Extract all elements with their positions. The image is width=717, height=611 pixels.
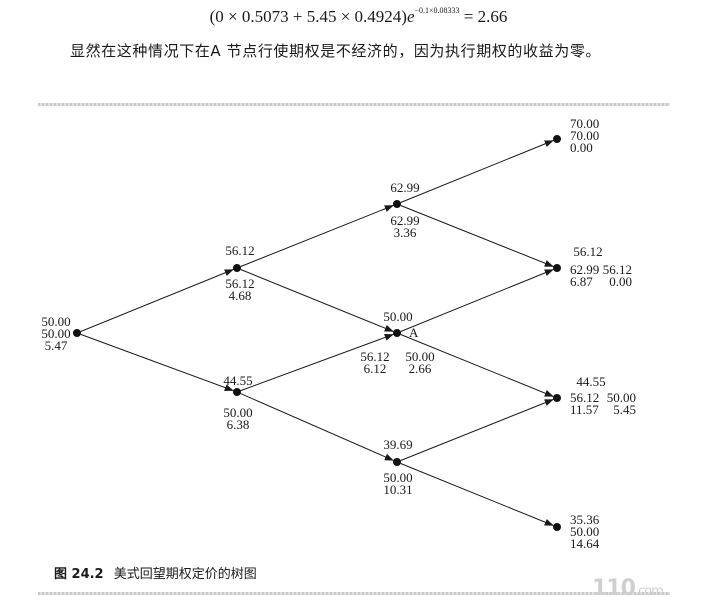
tree-node-uu2: [393, 200, 401, 208]
node-value-block: 56.12: [573, 244, 602, 259]
node-value-block: 39.69: [383, 437, 412, 452]
tree-edge-u1-uu2: [240, 205, 394, 267]
node-value: 70.00: [570, 116, 599, 131]
figure-title: 美式回望期权定价的树图: [113, 567, 257, 582]
node-value: 70.00: [570, 128, 599, 143]
tree-edge-dd2-ddd3: [400, 463, 554, 526]
node-value: 14.64: [570, 536, 600, 551]
node-value: 62.99: [390, 213, 419, 228]
node-value: 6.38: [227, 417, 250, 432]
node-value-block: 44.55: [223, 373, 252, 388]
node-value: 50.00: [570, 524, 599, 539]
tree-node-ddd3: [553, 523, 561, 531]
tree-edge-uu2-uud3: [400, 205, 554, 267]
formula-exponent: −0.1×0.08333: [414, 6, 460, 15]
node-value: 0.00: [570, 140, 593, 155]
remark-text: 显然在这种情况下在A 节点行使期权是不经济的，因为执行期权的收益为零。: [70, 42, 602, 60]
node-value: 10.31: [383, 482, 412, 497]
node-value: 62.99: [570, 262, 599, 277]
formula-left: (0 × 0.5073 + 5.45 × 0.4924): [209, 7, 407, 26]
node-value: 35.36: [570, 512, 600, 527]
node-value-block: 56.12: [225, 243, 254, 258]
node-value: 5.45: [613, 402, 636, 417]
node-value-block: 62.99: [390, 180, 419, 195]
node-value: 39.69: [383, 437, 412, 452]
node-value: 2.66: [409, 361, 432, 376]
node-value: 56.12: [225, 243, 254, 258]
node-value-block: 50.00: [383, 309, 412, 324]
watermark-logo: 110.com: [592, 576, 664, 601]
node-value: 4.68: [229, 288, 252, 303]
tree-node-uuu3: [553, 135, 561, 143]
node-value: 56.12: [573, 244, 602, 259]
node-value: 50.00: [383, 309, 412, 324]
tree-edge-u1-ud2: [240, 269, 394, 332]
node-value: 62.99: [390, 180, 419, 195]
node-value: 3.36: [394, 225, 417, 240]
node-value: 44.55: [223, 373, 252, 388]
formula-base: e: [406, 7, 415, 26]
top-divider: [38, 103, 670, 106]
node-value-block: 44.55: [576, 374, 605, 389]
node-value: 44.55: [576, 374, 605, 389]
node-a-label: A: [409, 325, 419, 340]
node-value: 56.12: [570, 390, 599, 405]
tree-node-ud2: [393, 329, 401, 337]
formula-result: = 2.66: [463, 7, 508, 26]
tree-edge-ud2-udd3: [400, 334, 554, 397]
figure-number: 图 24.2: [54, 567, 104, 582]
tree-node-u1: [233, 264, 241, 272]
node-value: 56.12: [603, 262, 632, 277]
formula: (0 × 0.5073 + 5.45 × 0.4924)e−0.1×0.0833…: [0, 6, 717, 27]
tree-node-d1: [233, 388, 241, 396]
bottom-divider: [38, 592, 670, 595]
figure-caption: 图 24.2 美式回望期权定价的树图: [54, 563, 257, 582]
tree-edge-d1-dd2: [240, 393, 394, 461]
tree-node-udd3: [553, 394, 561, 402]
node-value: 50.00: [41, 314, 70, 329]
node-value: 0.00: [609, 274, 632, 289]
watermark-brand: 110: [592, 576, 636, 601]
node-value: 56.12: [225, 276, 254, 291]
node-value: 56.12: [360, 349, 389, 364]
node-value: 50.00: [41, 326, 70, 341]
node-value: 50.00: [223, 405, 252, 420]
tree-edge-s0-d1: [80, 333, 234, 392]
node-value: 50.00: [405, 349, 434, 364]
node-value: 6.12: [364, 361, 387, 376]
node-value: 50.00: [383, 470, 412, 485]
node-value: 50.00: [607, 390, 636, 405]
tree-node-dd2: [393, 458, 401, 466]
tree-edge-s0-u1: [80, 269, 234, 332]
tree-node-s0: [73, 329, 81, 337]
tree-edge-dd2-udd3: [400, 399, 554, 461]
tree-edge-ud2-uud3: [400, 269, 554, 332]
tree-node-uud3: [553, 264, 561, 272]
node-value: 6.87: [570, 274, 593, 289]
node-value: 11.57: [570, 402, 599, 417]
tree-edge-d1-ud2: [240, 333, 394, 392]
tree-edge-uu2-uuu3: [400, 140, 554, 203]
watermark-suffix: .com: [634, 584, 664, 599]
node-value: 5.47: [45, 338, 68, 353]
